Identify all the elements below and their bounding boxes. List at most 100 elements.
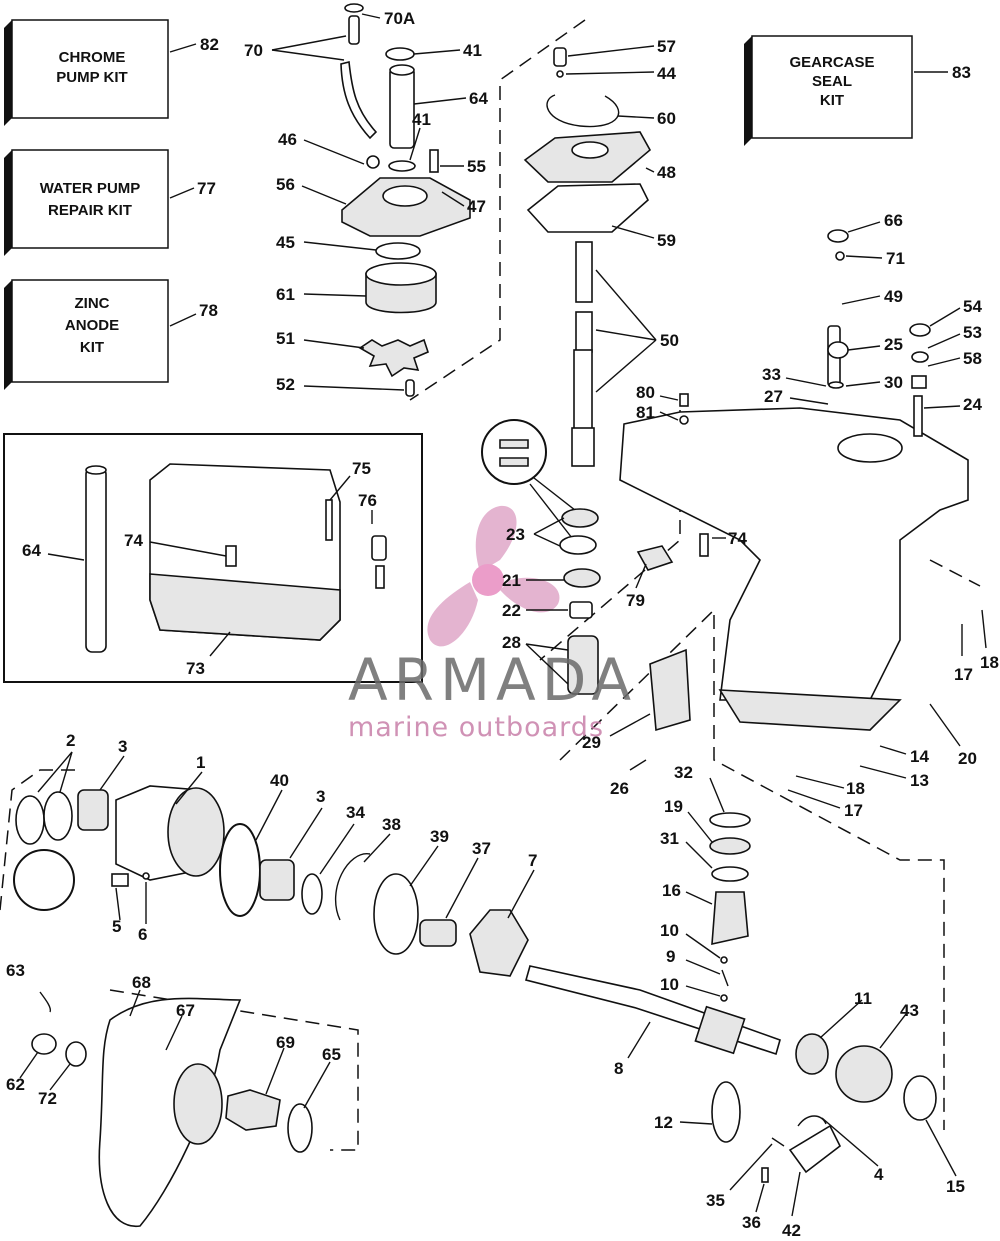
callout-number: 43 <box>900 1001 919 1020</box>
callout-number: 35 <box>706 1191 725 1210</box>
callout-number: 29 <box>582 733 601 752</box>
callout-number: 23 <box>506 525 525 544</box>
kit-box-zinc-anode: ZINC ANODE KIT 78 <box>4 279 218 390</box>
callout-number: 15 <box>946 1177 965 1196</box>
callout-number: 38 <box>382 815 401 834</box>
callout-number: 64 <box>22 541 41 560</box>
callout-number: 32 <box>674 763 693 782</box>
callout-number: 59 <box>657 231 676 250</box>
kit-label-line: KIT <box>80 339 104 356</box>
callout-number: 47 <box>467 197 486 216</box>
callout-number: 17 <box>954 665 973 684</box>
callout-number: 83 <box>952 63 971 82</box>
watermark-tagline: marine outboards <box>348 712 604 743</box>
callout-number: 42 <box>782 1221 801 1240</box>
callout-number: 74 <box>124 531 143 550</box>
watermark: ARMADA marine outboards <box>348 505 637 743</box>
callout-number: 78 <box>199 301 218 320</box>
callout-number: 75 <box>352 459 371 478</box>
exhaust-housing-inset <box>85 463 387 653</box>
callout-number: 3 <box>118 737 127 756</box>
water-pump-parts <box>340 3 471 397</box>
callout-number: 4 <box>874 1165 884 1184</box>
callout-number: 14 <box>910 747 929 766</box>
callout-number: 80 <box>636 383 655 402</box>
propshaft-parts <box>525 812 937 1183</box>
bearing-housing-group <box>13 785 529 977</box>
callout-number: 44 <box>657 64 676 83</box>
callout-number: 13 <box>910 771 929 790</box>
callout-number: 18 <box>846 779 865 798</box>
callout-number: 64 <box>469 89 488 108</box>
callout-number: 66 <box>884 211 903 230</box>
callout-number: 8 <box>614 1059 623 1078</box>
propeller-group <box>31 991 313 1227</box>
callout-number: 28 <box>502 633 521 652</box>
callout-number: 70A <box>384 9 415 28</box>
callout-number: 57 <box>657 37 676 56</box>
callout-number: 69 <box>276 1033 295 1052</box>
dashed-group-lines <box>0 19 981 1151</box>
callout-number: 55 <box>467 157 486 176</box>
callout-number: 18 <box>980 653 999 672</box>
callout-number: 1 <box>196 753 205 772</box>
watermark-brand: ARMADA <box>348 646 637 714</box>
callout-number: 60 <box>657 109 676 128</box>
kit-box-gearcase-seal: GEARCASE SEAL KIT 83 <box>744 35 971 146</box>
callout-number: 25 <box>884 335 903 354</box>
callout-number: 16 <box>662 881 681 900</box>
callout-number: 34 <box>346 803 365 822</box>
callout-number: 3 <box>316 787 325 806</box>
kit-label-line: REPAIR KIT <box>48 202 132 219</box>
callout-number: 62 <box>6 1075 25 1094</box>
callout-number: 54 <box>963 297 982 316</box>
callout-number: 27 <box>764 387 783 406</box>
callout-number: 53 <box>963 323 982 342</box>
callout-number: 65 <box>322 1045 341 1064</box>
kit-label-line: KIT <box>820 92 844 109</box>
callout-number: 22 <box>502 601 521 620</box>
kit-label-line: PUMP KIT <box>56 69 127 86</box>
kit-label-line: SEAL <box>812 73 852 90</box>
callout-number: 63 <box>6 961 25 980</box>
callout-number: 50 <box>660 331 679 350</box>
callout-number: 41 <box>463 41 482 60</box>
kit-box-chrome-pump: CHROME PUMP KIT 82 <box>4 19 219 126</box>
callout-number: 7 <box>528 851 537 870</box>
callout-number: 36 <box>742 1213 761 1232</box>
exhaust-inset-frame <box>3 433 423 683</box>
callout-number: 20 <box>958 749 977 768</box>
center-bearing-parts <box>559 508 601 695</box>
callout-number: 72 <box>38 1089 57 1108</box>
callout-number: 40 <box>270 771 289 790</box>
callout-number: 70 <box>244 41 263 60</box>
kit-label-line: ZINC <box>75 295 110 312</box>
callout-number: 24 <box>963 395 982 414</box>
callout-number: 19 <box>664 797 683 816</box>
callout-number: 58 <box>963 349 982 368</box>
callout-number: 49 <box>884 287 903 306</box>
driveshaft-parts <box>481 47 652 539</box>
callout-number: 9 <box>666 947 675 966</box>
callout-number: 52 <box>276 375 295 394</box>
callout-number: 33 <box>762 365 781 384</box>
callout-number: 11 <box>854 989 872 1008</box>
kit-label-line: WATER PUMP <box>40 180 141 197</box>
callout-number: 10 <box>660 921 679 940</box>
gearcase-housing <box>619 229 969 732</box>
callout-number: 48 <box>657 163 676 182</box>
callout-number: 6 <box>138 925 147 944</box>
callout-number: 77 <box>197 179 216 198</box>
callout-number: 2 <box>66 731 75 750</box>
callout-number: 21 <box>502 571 521 590</box>
callout-number: 81 <box>636 403 655 422</box>
callout-number: 76 <box>358 491 377 510</box>
callout-number: 12 <box>654 1113 673 1132</box>
kit-label-line: ANODE <box>65 317 119 334</box>
callout-number: 79 <box>626 591 645 610</box>
kit-box-water-pump-repair: WATER PUMP REPAIR KIT 77 <box>4 149 216 256</box>
kit-label-line: GEARCASE <box>789 54 874 71</box>
propeller-logo-icon <box>427 505 560 647</box>
callout-number: 82 <box>200 35 219 54</box>
